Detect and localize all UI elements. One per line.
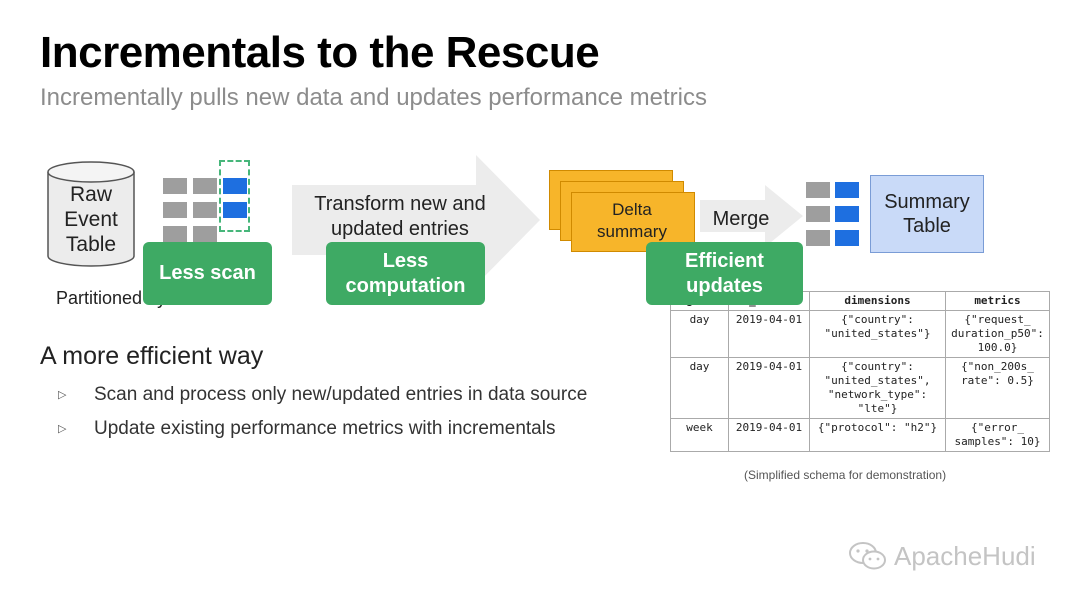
delta-summary-label: Delta summary xyxy=(597,200,667,241)
summary-table-box: Summary Table xyxy=(870,175,984,253)
table-cell: {"country": "united_states", "network_ty… xyxy=(809,357,946,419)
database-icon xyxy=(47,161,135,267)
table-cell: day xyxy=(670,357,729,419)
table-cell: {"country": "united_states"} xyxy=(809,310,946,358)
transform-label: Transform new and updated entries xyxy=(314,193,486,240)
badge-efficient-updates: Efficient updates xyxy=(646,242,803,305)
raw-event-table-label: Raw Event Table xyxy=(64,183,118,256)
slide-title: Incrementals to the Rescue xyxy=(40,28,600,77)
bullet-text: Update existing performance metrics with… xyxy=(94,418,556,439)
table-cell: 2019-04-01 xyxy=(728,310,810,358)
table-cell: {"non_200s_ rate": 0.5} xyxy=(945,357,1050,419)
column-header: metrics xyxy=(945,291,1050,311)
partitioned-label: Partitioned by xyxy=(56,288,167,308)
watermark: ApacheHudi xyxy=(848,540,1036,572)
bullet-item: ▷ Scan and process only new/updated entri… xyxy=(58,384,587,406)
column-header: dimensions xyxy=(809,291,946,311)
merge-label: Merge xyxy=(712,208,770,230)
bullet-item: ▷ Update existing performance metrics wit… xyxy=(58,418,555,440)
table-row: day 2019-04-01 {"country": "united_state… xyxy=(670,357,1050,419)
triangle-bullet-icon: ▷ xyxy=(58,423,67,436)
table-cell: {"request_ duration_p50": 100.0} xyxy=(945,310,1050,358)
watermark-text: ApacheHudi xyxy=(894,540,1036,571)
badge-less-scan: Less scan xyxy=(143,242,272,305)
table-cell: {"protocol": "h2"} xyxy=(809,418,946,452)
section-heading: A more efficient way xyxy=(40,342,264,370)
triangle-bullet-icon: ▷ xyxy=(58,389,67,402)
table-cell: 2019-04-01 xyxy=(728,357,810,419)
table-cell: 2019-04-01 xyxy=(728,418,810,452)
schema-caption: (Simplified schema for demonstration) xyxy=(744,468,947,482)
wechat-icon xyxy=(849,542,886,570)
slide-subtitle: Incrementally pulls new data and updates… xyxy=(40,84,708,111)
table-row: week 2019-04-01 {"protocol": "h2"} {"err… xyxy=(670,418,1050,452)
table-cell: day xyxy=(670,310,729,358)
table-cell: week xyxy=(670,418,729,452)
merge-arrow xyxy=(700,185,803,247)
badge-less-computation: Less computation xyxy=(326,242,485,305)
bullet-text: Scan and process only new/updated entrie… xyxy=(94,384,588,405)
schema-table: gate _start dimensions metrics day 2019-… xyxy=(670,291,1050,452)
new-partition-highlight xyxy=(219,160,250,232)
table-row: day 2019-04-01 {"country": "united_state… xyxy=(670,310,1050,358)
table-cell: {"error_ samples": 10} xyxy=(945,418,1050,452)
